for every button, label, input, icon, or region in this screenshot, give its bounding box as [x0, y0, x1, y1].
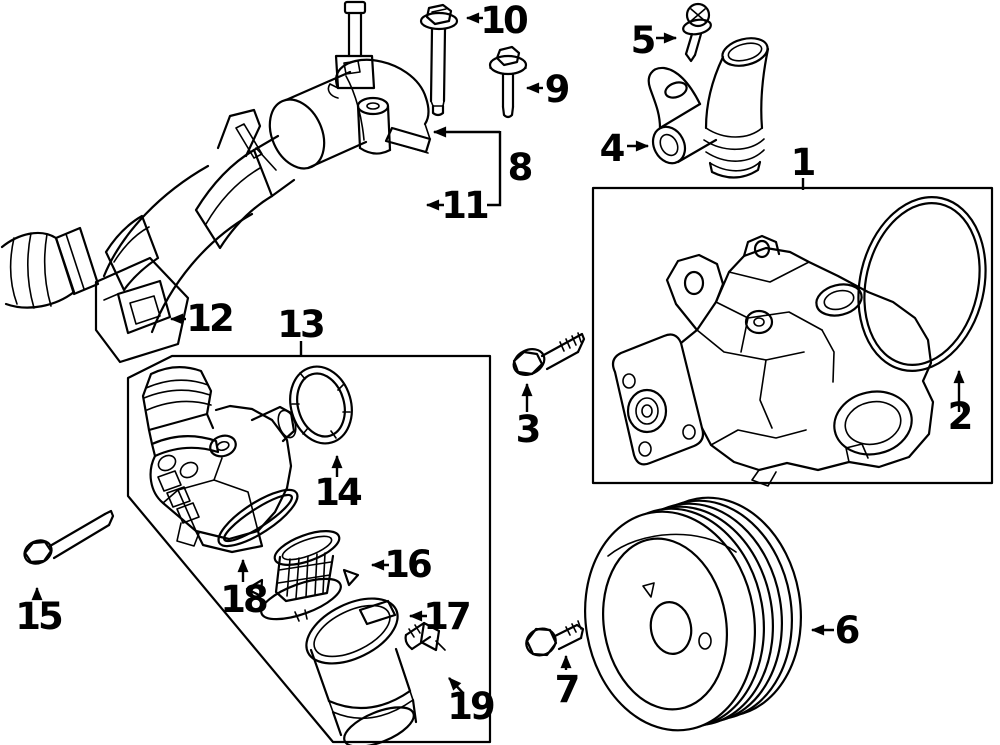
callout-6[interactable]: 6 — [810, 609, 862, 652]
callout-4-number[interactable]: 4 — [600, 127, 628, 170]
callout-7-number[interactable]: 7 — [555, 668, 581, 711]
part-10-bolt-drawing — [419, 3, 459, 117]
part-19-fitting-drawing — [404, 621, 446, 652]
callout-18[interactable]: 18 — [220, 558, 270, 621]
callout-2[interactable]: 2 — [948, 369, 974, 438]
callout-19[interactable]: 19 — [447, 677, 497, 728]
part-17-thermostat-cover-drawing — [305, 597, 418, 745]
callout-12-number[interactable]: 12 — [186, 297, 235, 340]
callout-15[interactable]: 15 — [15, 586, 65, 638]
part-12-inlet-hose-drawing — [0, 108, 296, 364]
callout-11-number[interactable]: 11 — [441, 184, 491, 227]
callout-14-number[interactable]: 14 — [314, 471, 365, 514]
part-5-bolt-drawing — [682, 2, 712, 63]
callout-11[interactable]: 11 — [425, 184, 491, 227]
callout-12[interactable]: 12 — [169, 297, 235, 340]
callout-16-number[interactable]: 16 — [384, 543, 434, 586]
callouts-layer: 1 2 3 4 5 6 7 8 — [15, 0, 974, 728]
callout-17-number[interactable]: 17 — [423, 595, 472, 638]
part-1-boundary-box — [591, 186, 994, 485]
callout-3[interactable]: 3 — [516, 382, 542, 451]
callout-1[interactable]: 1 — [791, 141, 818, 190]
callout-5[interactable]: 5 — [631, 19, 678, 62]
callout-14[interactable]: 14 — [314, 454, 365, 514]
part-2-o-ring-drawing — [857, 196, 987, 372]
part-4-water-outlet-drawing — [647, 37, 770, 179]
callout-17[interactable]: 17 — [408, 595, 472, 638]
callout-19-number[interactable]: 19 — [447, 685, 497, 728]
part-7-bolt-drawing — [525, 620, 585, 657]
callout-13-number[interactable]: 13 — [277, 303, 326, 346]
part-6-pulley-drawing — [583, 496, 803, 732]
callout-3-number[interactable]: 3 — [516, 408, 542, 451]
part-18-o-ring-drawing — [217, 488, 299, 548]
callout-5-number[interactable]: 5 — [631, 19, 658, 62]
part-16-thermostat-drawing — [245, 530, 360, 622]
callout-2-number[interactable]: 2 — [948, 395, 974, 438]
callout-13[interactable]: 13 — [277, 303, 326, 355]
callout-15-number[interactable]: 15 — [15, 595, 65, 638]
part-14-seal-ring-drawing — [289, 365, 353, 445]
callout-18-number[interactable]: 18 — [220, 578, 270, 621]
part-8-thermostat-housing-drawing — [268, 0, 432, 170]
callout-9[interactable]: 9 — [525, 68, 572, 111]
callout-7[interactable]: 7 — [555, 654, 581, 711]
part-13-boundary-box — [126, 354, 492, 744]
callout-4[interactable]: 4 — [600, 127, 650, 170]
part-3-bolt-drawing — [512, 332, 586, 376]
callout-10[interactable]: 10 — [465, 0, 530, 42]
callout-10-number[interactable]: 10 — [480, 0, 530, 42]
part-9-bolt-drawing — [488, 45, 528, 119]
callout-8[interactable]: 8 — [432, 126, 535, 207]
callout-16[interactable]: 16 — [370, 543, 434, 586]
callout-9-number[interactable]: 9 — [545, 68, 572, 111]
callout-8-number[interactable]: 8 — [508, 146, 535, 189]
part-1-water-pump-drawing — [611, 234, 935, 487]
callout-1-number[interactable]: 1 — [791, 141, 818, 184]
part-15-bolt-drawing — [23, 509, 115, 565]
callout-6-number[interactable]: 6 — [835, 609, 862, 652]
